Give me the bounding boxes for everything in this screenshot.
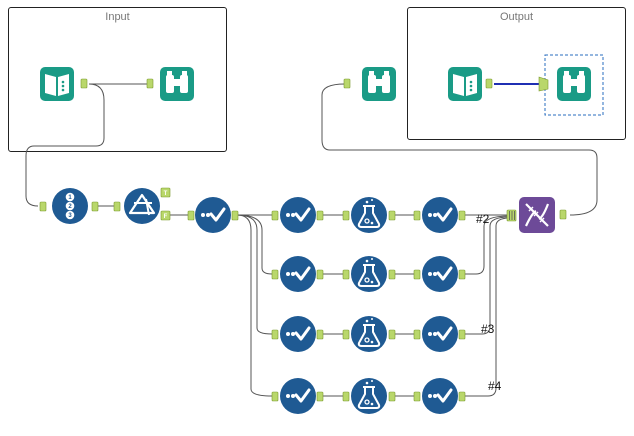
wire-label-2: #2 (476, 212, 490, 226)
row1-select2-input-anchor[interactable] (413, 210, 421, 221)
input-container-title: Input (105, 11, 130, 23)
recordid-output-anchor[interactable] (91, 201, 99, 212)
wire-label-4: #4 (488, 379, 502, 393)
row2-formula-output-anchor[interactable] (388, 269, 396, 280)
formula-tool-row2[interactable] (350, 255, 388, 293)
select-main-output-anchor[interactable] (231, 210, 239, 221)
select-tool-row1[interactable] (278, 195, 318, 235)
union-tool[interactable] (519, 197, 555, 233)
svg-text:2: 2 (68, 204, 72, 210)
select-tool-main[interactable] (193, 195, 233, 235)
filter-true-anchor[interactable] (160, 187, 171, 198)
row1-formula-input-anchor[interactable] (342, 210, 350, 221)
output-input-tool-anchor[interactable] (485, 78, 493, 89)
select-tool-row1-b[interactable] (420, 195, 460, 235)
select-tool-row2[interactable] (278, 254, 318, 294)
select-tool-row4[interactable] (278, 376, 318, 416)
row3-select-input-anchor[interactable] (271, 329, 279, 340)
wire-row2-to-union (463, 215, 511, 275)
row4-select2-output-anchor[interactable] (458, 391, 466, 402)
wire-select-to-row4 (236, 214, 273, 397)
row3-select2-output-anchor[interactable] (458, 329, 466, 340)
filter-false-label: F (164, 214, 168, 220)
row2-select-output-anchor[interactable] (316, 269, 324, 280)
row1-formula-output-anchor[interactable] (388, 210, 396, 221)
filter-true-label: T (164, 191, 168, 197)
filter-tool[interactable] (124, 188, 160, 224)
row1-select-output-anchor[interactable] (316, 210, 324, 221)
browse-tool-output[interactable] (557, 67, 591, 101)
output-input-tool[interactable] (448, 67, 482, 101)
row4-formula-output-anchor[interactable] (388, 391, 396, 402)
row2-select2-output-anchor[interactable] (458, 269, 466, 280)
browse-mid-input-anchor[interactable] (343, 78, 351, 89)
formula-tool-row1[interactable] (350, 196, 388, 234)
input-tool[interactable] (40, 67, 74, 101)
browse-tool-middle[interactable] (362, 67, 396, 101)
wire-select-to-row2 (236, 214, 273, 275)
row4-formula-input-anchor[interactable] (342, 391, 350, 402)
row3-formula-output-anchor[interactable] (388, 329, 396, 340)
wire-row3-to-union (463, 216, 511, 335)
select-main-input-anchor[interactable] (187, 210, 195, 221)
svg-text:3: 3 (68, 213, 72, 219)
select-tool-row4-b[interactable] (420, 376, 460, 416)
wire-input-to-recordid (25, 83, 105, 207)
filter-input-anchor[interactable] (113, 201, 121, 212)
select-tool-row2-b[interactable] (420, 254, 460, 294)
input-tool-output-anchor[interactable] (80, 78, 88, 89)
output-container-title: Output (499, 11, 534, 23)
wire-select-to-row3 (236, 214, 273, 335)
browse-input-anchor[interactable] (146, 78, 154, 89)
union-output-anchor[interactable] (559, 209, 567, 220)
row4-select-output-anchor[interactable] (316, 391, 324, 402)
row2-select-input-anchor[interactable] (271, 269, 279, 280)
row4-select2-input-anchor[interactable] (413, 391, 421, 402)
filter-false-anchor[interactable] (160, 210, 171, 221)
select-tool-row3-b[interactable] (420, 314, 460, 354)
union-input-anchor[interactable] (506, 209, 517, 222)
row2-select2-input-anchor[interactable] (413, 269, 421, 280)
row3-select-output-anchor[interactable] (316, 329, 324, 340)
browse-tool[interactable] (160, 67, 194, 101)
output-browse-input-anchor[interactable] (538, 76, 549, 92)
select-tool-row3[interactable] (278, 314, 318, 354)
svg-text:1: 1 (68, 195, 72, 201)
record-id-tool[interactable]: 1 2 3 (52, 188, 88, 224)
recordid-input-anchor[interactable] (39, 201, 47, 212)
row2-formula-input-anchor[interactable] (342, 269, 350, 280)
wire-row4-to-union (463, 217, 511, 397)
row3-select2-input-anchor[interactable] (413, 329, 421, 340)
formula-tool-row4[interactable] (350, 377, 388, 415)
row4-select-input-anchor[interactable] (271, 391, 279, 402)
row3-formula-input-anchor[interactable] (342, 329, 350, 340)
wire-label-3: #3 (481, 322, 495, 336)
formula-tool-row3[interactable] (350, 315, 388, 353)
wire-union-to-browse (321, 83, 598, 216)
row1-select2-output-anchor[interactable] (458, 210, 466, 221)
row1-select-input-anchor[interactable] (271, 210, 279, 221)
